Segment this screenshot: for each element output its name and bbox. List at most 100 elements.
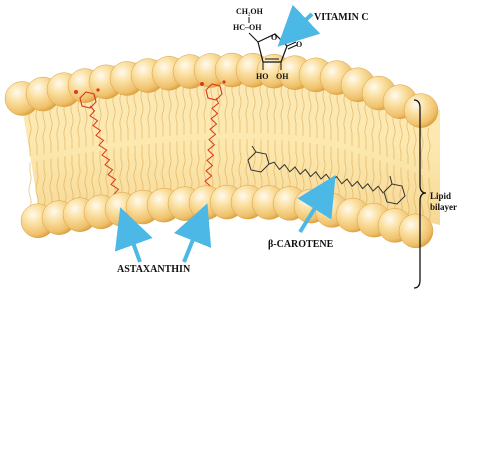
lipid-tail — [56, 157, 60, 204]
lipid-tail — [322, 89, 326, 140]
lipid-tail — [217, 84, 221, 134]
lipid-tails — [28, 83, 431, 221]
lipid-tail — [42, 107, 46, 154]
lipid-tail — [119, 93, 123, 142]
lipid-tail — [63, 103, 67, 151]
lipid-tail — [161, 87, 165, 137]
lipid-tail — [350, 96, 354, 146]
lipid-tail — [91, 151, 95, 200]
lipid-tail — [42, 159, 46, 207]
lipid-tail — [350, 151, 354, 201]
lipid-tail — [245, 139, 249, 189]
lipid-tail — [182, 140, 186, 190]
bracket-icon — [413, 99, 427, 289]
ho-label: HO — [256, 72, 268, 81]
phospholipid-head — [398, 213, 434, 249]
ring-oxygen: O — [271, 33, 277, 42]
lipid-tail — [259, 84, 263, 134]
lipid-tail — [252, 84, 256, 134]
lipid-tail — [182, 85, 186, 135]
lipid-tail — [280, 140, 284, 190]
lipid-tail — [63, 156, 67, 203]
lipid-tail — [84, 152, 88, 200]
lipid-tail — [140, 144, 144, 194]
lipid-tail — [126, 146, 130, 195]
lipid-tail — [189, 85, 193, 135]
ch2oh-label: CH₂OH — [236, 7, 264, 16]
lipid-tail — [210, 84, 214, 134]
hcoh-label: HC–OH — [233, 23, 262, 32]
lipid-tail — [238, 139, 242, 189]
lipid-tail — [189, 140, 193, 190]
lipid-tail — [168, 87, 172, 136]
lipid-tail — [56, 104, 60, 152]
oh-label: OH — [276, 72, 289, 81]
lipid-tail — [413, 121, 417, 167]
lipid-tail — [35, 161, 39, 208]
lipid-tail — [28, 162, 32, 209]
lipid-tail — [126, 92, 130, 141]
lipid-tail — [427, 177, 431, 221]
lipid-tail — [28, 110, 32, 157]
lipid-tail — [280, 85, 284, 135]
lipid-tail — [420, 174, 424, 219]
lipid-tail — [140, 90, 144, 139]
lipid-tail — [161, 142, 165, 192]
lipid-tail — [308, 88, 312, 138]
lipid-tail — [49, 158, 53, 205]
vitamin-c-structure: CH₂OH HC–OH O O HO OH — [233, 7, 302, 81]
phospholipid-head — [403, 93, 439, 128]
lipid-tail — [154, 88, 158, 138]
lipid-tail — [98, 150, 102, 199]
lipid-tail — [35, 109, 39, 156]
arrow-icon — [114, 207, 153, 263]
lipid-tail — [336, 147, 340, 198]
lipid-tail — [147, 89, 151, 138]
lipid-tail — [343, 149, 347, 200]
lipid-tail — [329, 90, 333, 141]
lipid-tail — [203, 84, 207, 134]
lipid-tail — [133, 145, 137, 194]
astaxanthin-label: ASTAXANTHIN — [117, 264, 191, 275]
lipid-tail — [420, 124, 424, 169]
lipid-tail — [357, 153, 361, 203]
lipid-tail — [147, 143, 151, 193]
lipid-tail — [245, 83, 249, 134]
lipid-tail — [77, 153, 81, 201]
lipid-tail — [392, 113, 396, 160]
lipid-tail — [399, 167, 403, 214]
lipid-tail — [406, 118, 410, 164]
lipid-tail — [399, 116, 403, 162]
arrow-icon — [297, 175, 336, 234]
lipid-tail — [364, 156, 368, 205]
lipid-label: Lipid — [430, 191, 451, 201]
lipid-tail — [238, 83, 242, 134]
lipid-tail — [217, 139, 221, 189]
lipid-tail — [210, 139, 214, 189]
lipid-tail — [84, 99, 88, 147]
lipid-tail — [252, 139, 256, 189]
lipid-tail — [91, 98, 95, 146]
lipid-tail — [231, 139, 235, 189]
bilayer-label: bilayer — [430, 202, 457, 212]
lipid-tail — [168, 141, 172, 191]
lipid-tail — [175, 86, 179, 136]
lipid-tail — [273, 139, 277, 189]
lipid-tail — [371, 158, 375, 206]
lipid-tail — [336, 91, 340, 142]
lipid-tail — [378, 107, 382, 155]
arrow-icon — [277, 4, 321, 47]
lipid-tail — [392, 165, 396, 212]
lipid-tail — [105, 95, 109, 144]
lipid-tail — [70, 154, 74, 202]
arrow-icon — [174, 203, 212, 263]
lipid-tail — [343, 93, 347, 144]
lipid-tail — [112, 94, 116, 143]
lipid-tail — [175, 141, 179, 191]
lipid-tail — [266, 139, 270, 189]
lipid-tail — [294, 141, 298, 190]
lipid-tail — [371, 104, 375, 153]
lipid-tail — [301, 87, 305, 137]
lipid-tail — [224, 139, 228, 189]
